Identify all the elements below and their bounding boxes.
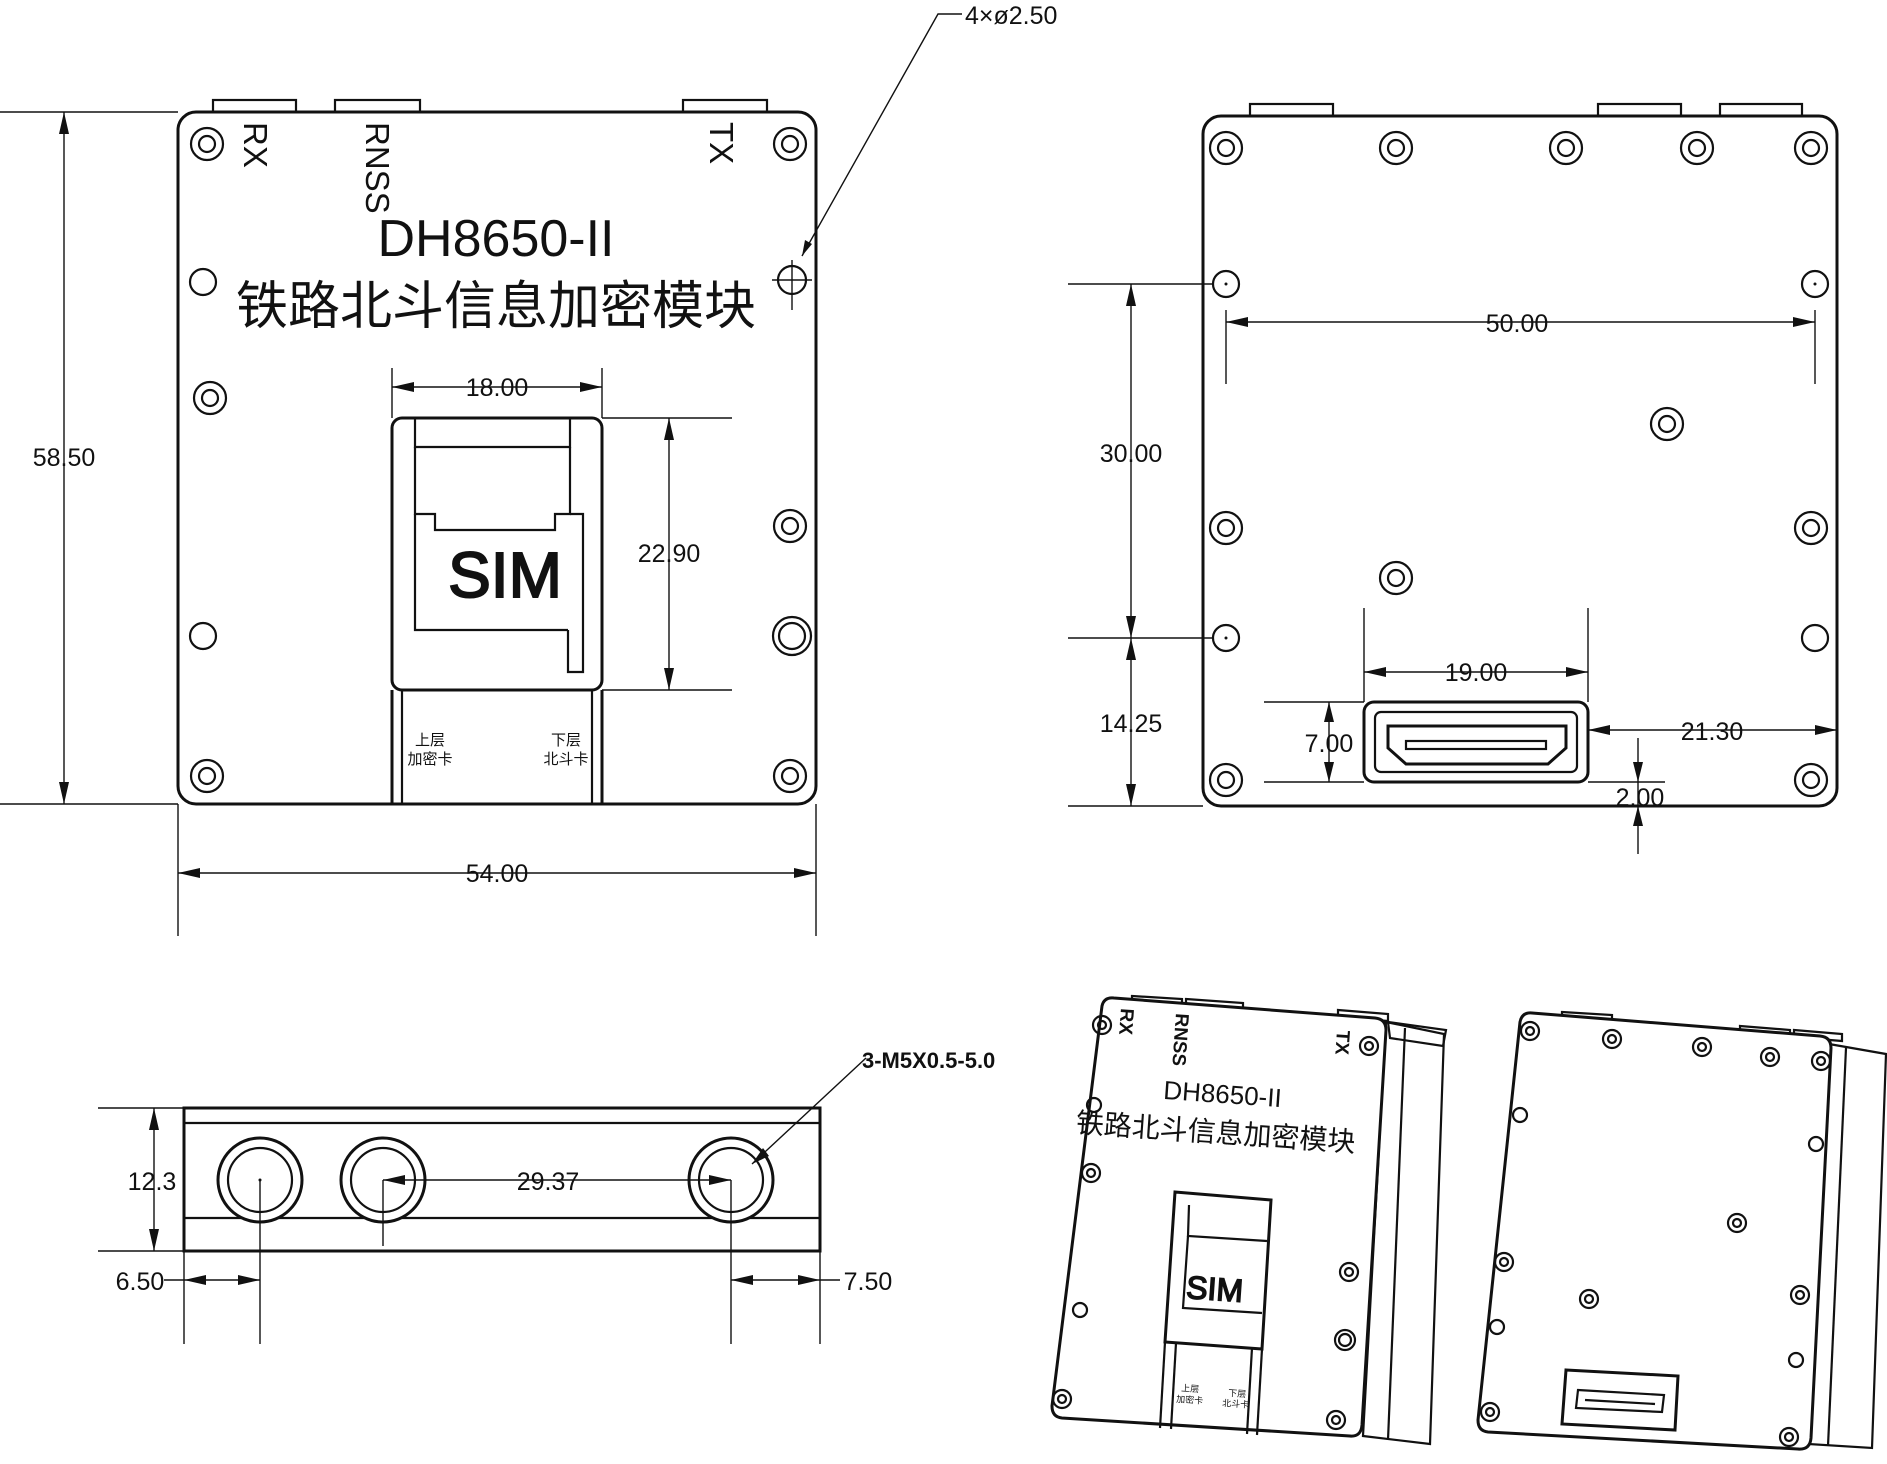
back-port-tab — [1596, 102, 1683, 118]
sim-label: SIM — [448, 539, 562, 611]
dim-hole-spacing: 50.00 — [1486, 310, 1549, 338]
back-port-tab — [1718, 102, 1804, 118]
dim-connector-right: 21.30 — [1681, 718, 1744, 746]
hole-leader-line — [801, 13, 962, 257]
iso-upper-card-line1: 上层 — [1181, 1383, 1200, 1394]
dim-connector-width: 19.00 — [1445, 659, 1508, 687]
iso-front-view: RX RNSS TX DH8650-II 铁路北斗信息加密模块 SIM 上层 加… — [1050, 994, 1448, 1446]
front-chinese-name: 铁路北斗信息加密模块 — [236, 278, 756, 336]
dim-hole-diameter: 4×ø2.50 — [965, 2, 1057, 30]
dim-height: 58.50 — [33, 444, 96, 472]
dim-sim-width: 18.00 — [466, 374, 529, 402]
dim-thickness: 12.3 — [128, 1168, 177, 1196]
front-model-title: DH8650-II — [378, 210, 615, 268]
iso-back-view — [1476, 1010, 1887, 1451]
upper-card-label-line2: 加密卡 — [407, 751, 452, 768]
port-label-rx: RX — [237, 122, 274, 168]
back-view: 50.00 30.00 14.25 19.00 7.00 21.30 — [1068, 102, 1839, 854]
iso-back-face — [1476, 1011, 1833, 1451]
thread-leader-line — [751, 1057, 867, 1165]
port-label-tx: TX — [703, 122, 740, 164]
dim-left-offset: 6.50 — [116, 1268, 165, 1296]
rnss-port-tab — [333, 98, 422, 114]
front-board-outline — [176, 110, 818, 806]
tx-port-tab — [681, 98, 769, 114]
side-view: 3-M5X0.5-5.0 29.37 12.3 6.50 7.50 — [98, 1048, 995, 1344]
dim-port-spacing: 29.37 — [517, 1168, 580, 1196]
iso-port-label-rnss: RNSS — [1167, 1013, 1192, 1067]
front-hole — [771, 615, 813, 657]
iso-port-label-tx: TX — [1330, 1030, 1353, 1056]
iso-port-label-rx: RX — [1114, 1008, 1137, 1036]
lower-card-label-line2: 北斗卡 — [543, 751, 588, 768]
lower-card-label-line1: 下层 — [551, 732, 581, 749]
iso-lower-card-line1: 下层 — [1228, 1388, 1247, 1399]
front-view: RX RNSS TX DH8650-II 铁路北斗信息加密模块 SIM 上层 加… — [0, 2, 1057, 936]
dim-thread: 3-M5X0.5-5.0 — [862, 1048, 995, 1073]
iso-back-connector — [1560, 1368, 1680, 1432]
upper-card-label-line1: 上层 — [415, 732, 445, 749]
sim-holder — [390, 416, 604, 692]
back-board-outline — [1201, 114, 1839, 808]
iso-sim-label: SIM — [1185, 1269, 1244, 1309]
dim-vert-lower: 14.25 — [1100, 710, 1163, 738]
dim-sim-height: 22.90 — [638, 540, 701, 568]
back-port-tab — [1248, 102, 1335, 118]
dim-width: 54.00 — [466, 860, 529, 888]
rx-port-tab — [211, 98, 298, 114]
dim-right-offset: 7.50 — [844, 1268, 893, 1296]
dim-connector-bottom: 2.00 — [1616, 784, 1665, 812]
dim-vert-upper: 30.00 — [1100, 440, 1163, 468]
dim-connector-height: 7.00 — [1305, 730, 1354, 758]
iso-upper-card-line2: 加密卡 — [1176, 1393, 1204, 1406]
port-label-rnss: RNSS — [359, 122, 396, 214]
iso-lower-card-line2: 北斗卡 — [1222, 1397, 1250, 1410]
back-connector — [1362, 700, 1590, 784]
